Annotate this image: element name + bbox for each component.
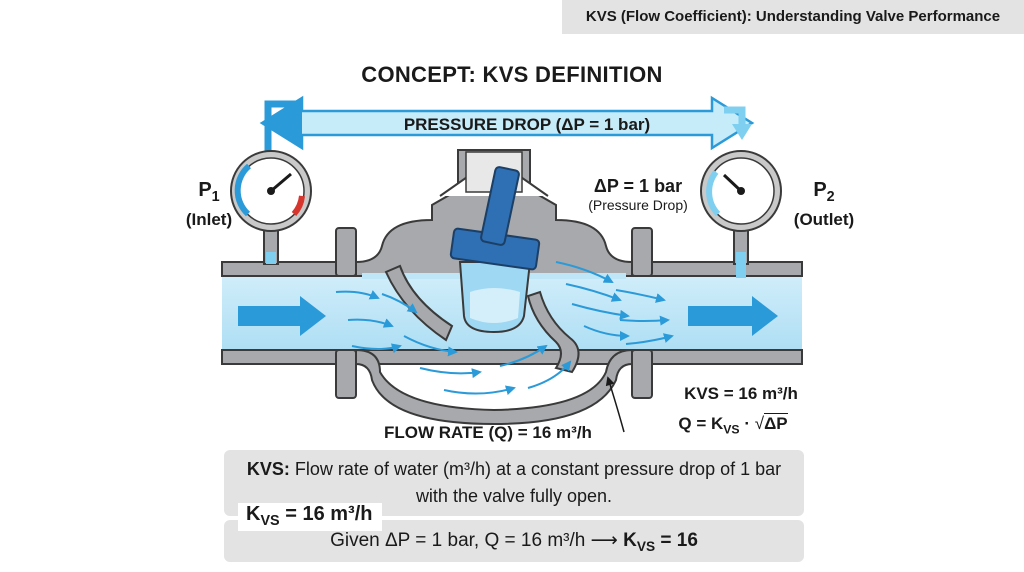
given-text: Given ΔP = 1 bar, Q = 16 m³/h	[330, 530, 586, 551]
flow-streamlines	[335, 261, 674, 396]
kvs-side-value: KVS = 16 m³/h	[684, 384, 798, 403]
outlet-tap-tube	[724, 106, 746, 128]
valve-seat-right	[526, 290, 580, 374]
pressure-drop-label: PRESSURE DROP (ΔP = 1 bar)	[404, 115, 650, 134]
kvs-equation: KVS = 16 m³/h	[238, 503, 383, 531]
delta-p-label: ΔP = 1 bar (Pressure Drop)	[588, 176, 688, 213]
flow-rate-pointer	[605, 376, 625, 433]
given-box: Given ΔP = 1 bar, Q = 16 m³/h ⟶ KVS = 16	[224, 520, 804, 562]
outlet-gauge	[700, 150, 782, 278]
flow-rate-label: FLOW RATE (Q) = 16 m³/h	[384, 423, 592, 442]
given-result: KVS = 16	[623, 530, 698, 554]
definition-text: Flow rate of water (m³/h) at a constant …	[294, 459, 782, 506]
outlet-flow-arrow	[688, 296, 778, 336]
outlet-label: P2 (Outlet)	[793, 179, 855, 229]
outlet-tap-arrow	[732, 124, 752, 140]
inlet-label: P1 (Inlet)	[185, 179, 233, 229]
concept-title: CONCEPT: KVS DEFINITION	[361, 62, 663, 87]
given-arrow: ⟶	[590, 530, 618, 551]
inlet-flow-arrow	[238, 296, 326, 336]
flanges	[335, 227, 653, 399]
pressure-drop-arrow	[259, 95, 755, 151]
valve-seat-left	[384, 264, 454, 342]
inlet-gauge	[230, 150, 312, 265]
inlet-tap-tube	[264, 100, 300, 160]
kvs-side-formula: Q = KVS · √ΔP	[678, 413, 788, 437]
header-title: KVS (Flow Coefficient): Understanding Va…	[562, 0, 1024, 34]
definition-term: KVS:	[246, 459, 290, 479]
valve-stem	[480, 166, 520, 246]
valve-body-lower	[355, 348, 633, 426]
